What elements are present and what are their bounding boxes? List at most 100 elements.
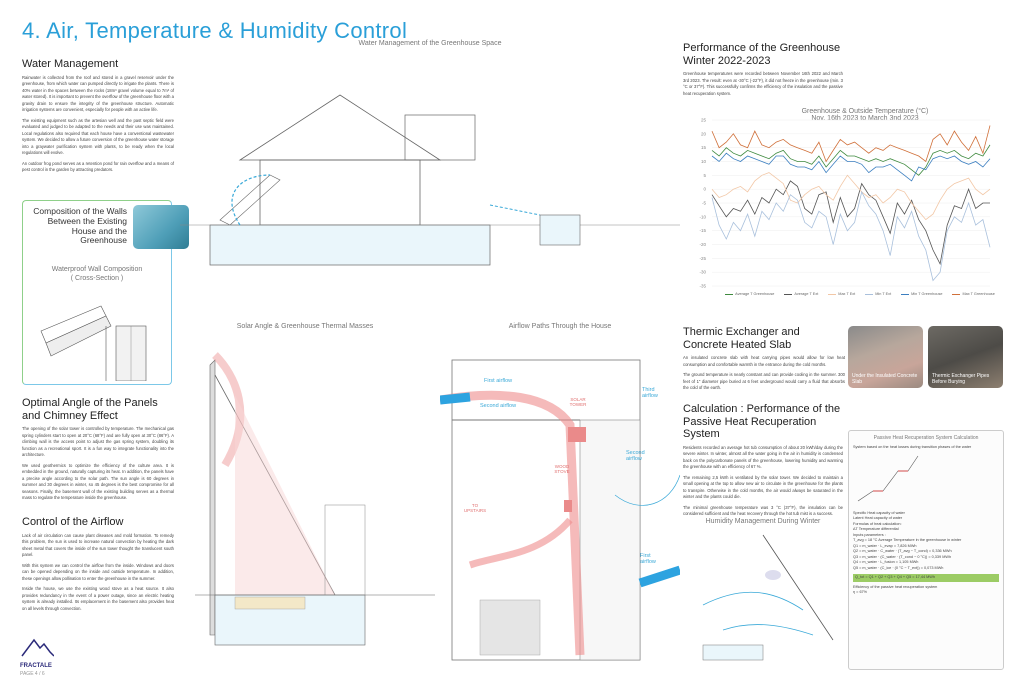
water-p3: An outdoor frog pond serves as a retenti…	[22, 160, 174, 173]
calc-eta: η = 67%	[853, 590, 868, 594]
calculation-section: Calculation : Performance of the Passive…	[683, 403, 843, 518]
legend-item: Average T Ext	[784, 292, 818, 296]
water-p1: Rainwater is collected from the roof and…	[22, 74, 174, 113]
y-tick-label: -10	[699, 214, 706, 219]
airflow-p1: Lack of air circulation can cause plant …	[22, 532, 174, 558]
water-diagram-title: Water Management of the Greenhouse Space	[358, 40, 502, 47]
legend-swatch-icon	[784, 293, 793, 295]
y-tick-label: 20	[701, 131, 707, 136]
panels-heading: Optimal Angle of the Panels and Chimney …	[22, 397, 158, 422]
series-line-min-t-greenhouse	[711, 152, 991, 182]
panels-p2: We used geothermics to optimize the effi…	[22, 462, 174, 501]
y-tick-label: -15	[699, 228, 706, 233]
calculation-box: Passive Heat Recuperation System Calcula…	[848, 430, 1004, 670]
legend-swatch-icon	[901, 293, 910, 295]
legend-label: Average T Greenhouse	[735, 292, 775, 296]
water-management-drawing	[180, 94, 680, 266]
y-tick-label: 25	[701, 118, 707, 123]
calc-box-title: Passive Heat Recuperation System Calcula…	[873, 435, 979, 441]
wall-diagram-title: Waterproof Wall Composition	[51, 266, 143, 273]
y-tick-label: -20	[699, 242, 706, 247]
temperature-chart: Greenhouse & Outside Temperature (°C) No…	[690, 108, 1010, 306]
calc-efficiency: Efficiency of the passive heat recuperat…	[853, 584, 938, 589]
third-airflow-label: Third airflow	[642, 387, 658, 399]
calc-line: ΔT Temperature differential	[853, 527, 899, 531]
thermic-section: Thermic Exchanger and Concrete Heated Sl…	[683, 326, 845, 392]
solar-diagram-title: Solar Angle & Greenhouse Thermal Masses	[236, 323, 374, 330]
calc-line: Q5 = m_water · (C_ice · (0 °C − T_ext)) …	[853, 565, 944, 570]
chart-title: Greenhouse & Outside Temperature (°C)	[801, 108, 929, 115]
series-line-max-t-greenhouse	[711, 125, 991, 163]
panels-section: Optimal Angle of the Panels and Chimney …	[22, 397, 174, 502]
airflow-p3: Inside the house, we use the existing wo…	[22, 586, 174, 611]
calc-box-subtitle: System based on the heat losses during t…	[853, 445, 972, 449]
series-line-max-t-ext	[711, 172, 991, 221]
y-tick-label: -35	[699, 284, 706, 289]
wood-stove-label: WOOD STOVE	[554, 464, 570, 474]
calculation-heading: Calculation : Performance of the Passive…	[683, 403, 841, 441]
airflow-diagram-title: Airflow Paths Through the House	[508, 323, 612, 330]
phase-change-graph	[857, 455, 919, 501]
wall-diagram-subtitle: ( Cross-Section )	[70, 275, 124, 282]
calc-line: Q2 = m_water · C_water · (T_avg − T_cond…	[853, 549, 952, 553]
logo-text: FRACTALE	[20, 663, 52, 669]
legend-item: Min T Greenhouse	[901, 292, 942, 296]
exchanger-pipes-photo: Thermic Exchanger Pipes Before Burying	[928, 326, 1003, 388]
calc-line: Formulas of heat calculation:	[853, 521, 902, 526]
humidity-diagram-title: Humidity Management During Winter	[705, 518, 821, 525]
y-tick-label: -30	[699, 270, 706, 275]
legend-label: Min T Ext	[875, 292, 892, 296]
series-line-average-t-ext	[711, 180, 990, 266]
solar-tower-label: SOLAR TOWER	[569, 397, 587, 407]
first-airflow-right-label: First airflow	[640, 553, 656, 565]
panels-p1: The opening of the solar tower is contro…	[22, 426, 174, 458]
legend-swatch-icon	[725, 293, 734, 295]
solar-angle-drawing	[195, 352, 435, 646]
legend-item: Max T Ext	[828, 292, 855, 296]
legend-label: Max T Ext	[838, 292, 856, 296]
calc-line: Inputs parameters :	[853, 532, 886, 537]
wall-composition-panel: Composition of the Walls Between the Exi…	[22, 200, 189, 385]
performance-p1: Greenhouse temperatures were recorded be…	[683, 71, 843, 96]
legend-label: Average T Ext	[794, 292, 819, 296]
calculation-p3: The minimal greenhouse temperature was 3…	[683, 504, 843, 517]
legend-label: Min T Greenhouse	[911, 292, 943, 296]
legend-item: Average T Greenhouse	[725, 292, 774, 296]
photo-caption: Thermic Exchanger Pipes Before Burying	[932, 373, 990, 385]
legend-swatch-icon	[952, 293, 961, 295]
airflow-p2: With this system we can control the airf…	[22, 562, 174, 581]
thermic-p2: The ground temperature is nearly constan…	[683, 372, 845, 391]
second-airflow-label: Second airflow	[480, 403, 517, 409]
calc-line: Latent Heat capacity of water	[853, 516, 903, 520]
airflow-heading: Control of the Airflow	[22, 516, 124, 528]
fractale-mountain-icon	[21, 638, 55, 657]
thermic-heading: Thermic Exchanger and Concrete Heated Sl…	[683, 326, 800, 351]
calc-line: Q3 = m_water · (C_water · (T_cond − 0 °C…	[853, 554, 952, 559]
performance-heading: Performance of the Greenhouse Winter 202…	[683, 42, 841, 67]
wall-photo	[133, 205, 189, 249]
airflow-paths-drawing	[440, 359, 680, 661]
legend-swatch-icon	[865, 293, 874, 295]
y-tick-label: -25	[699, 256, 706, 261]
legend-swatch-icon	[828, 293, 837, 295]
calc-line: T_avg = 18 °C Average Temperature in the…	[853, 538, 962, 542]
page-number: PAGE 4 / 6	[20, 671, 45, 677]
water-heading: Water Management	[22, 58, 119, 70]
fractale-logo: FRACTALE PAGE 4 / 6	[20, 636, 55, 677]
wall-cross-section-drawing	[40, 305, 147, 381]
legend-item: Min T Ext	[865, 292, 891, 296]
calc-line: Q1 = m_water · L_evap = 7,826 MWh	[853, 543, 917, 548]
calculation-p1: Residents recorded an average hot tub co…	[683, 444, 843, 470]
water-management-section: Water Management Rainwater is collected …	[22, 58, 174, 174]
second-airflow-right-label: Second airflow	[626, 450, 645, 462]
thermic-p1: An insulated concrete slab with heat car…	[683, 355, 845, 367]
airflow-section: Control of the Airflow Lack of air circu…	[22, 516, 174, 612]
calc-line: Specific Heat capacity of water	[853, 510, 905, 515]
series-line-average-t-greenhouse	[711, 144, 991, 176]
to-upstairs-label: TO UPSTAIRS	[463, 503, 487, 513]
chart-legend: Average T Greenhouse Average T Ext Max T E…	[710, 292, 1010, 296]
legend-label: Max T Greenhouse	[962, 292, 995, 296]
y-tick-label: 0	[703, 187, 706, 192]
